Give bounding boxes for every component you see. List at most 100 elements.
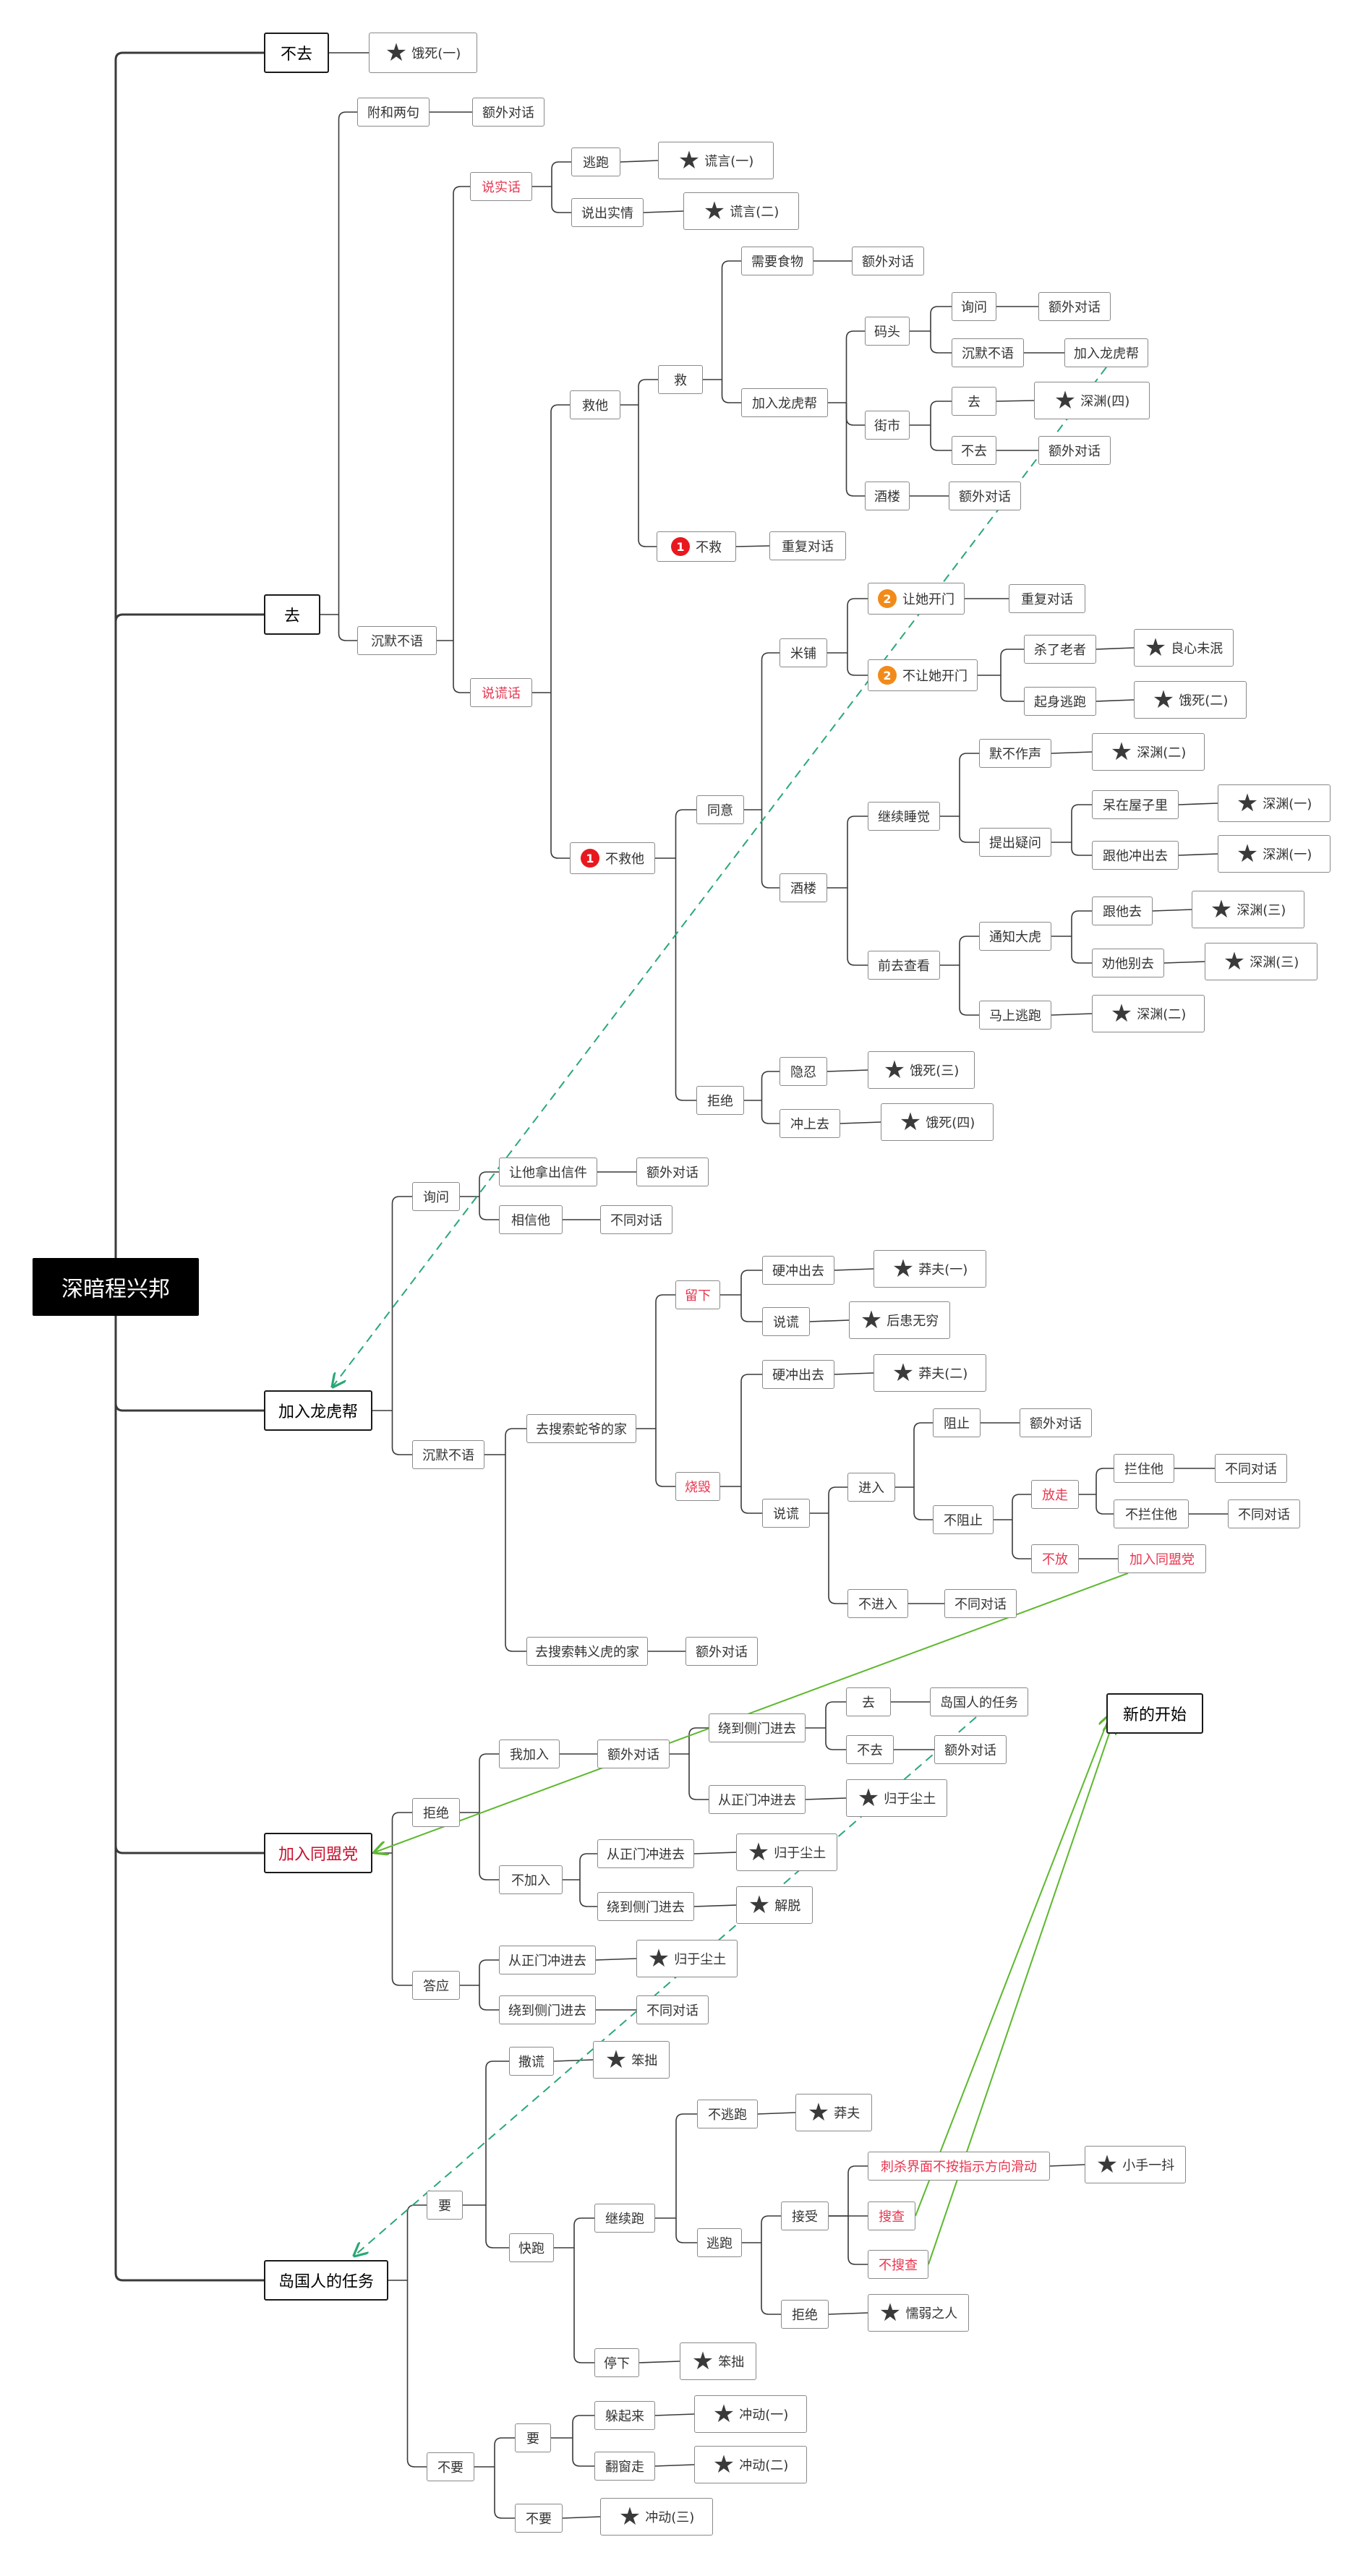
node-tmd-bq-e[interactable]: 额外对话 (934, 1735, 1007, 1764)
node-bq[interactable]: 不去 (264, 33, 329, 73)
node-q-csq-s[interactable]: ★饿死(四) (881, 1103, 994, 1141)
node-dgr-fcz[interactable]: 翻窗走 (594, 2452, 655, 2481)
node-tmd-q-t[interactable]: 岛国人的任务 (930, 1687, 1028, 1716)
node-q-jiu[interactable]: 救 (658, 365, 703, 394)
node-tmd-dy-czm-s[interactable]: ★归于尘土 (636, 1940, 738, 1977)
node-dgr-tp[interactable]: 逃跑 (697, 2228, 742, 2257)
node-q-tzdh[interactable]: 通知大虎 (979, 922, 1051, 951)
node-q-yr-s[interactable]: ★饿死(三) (868, 1051, 975, 1089)
node-q-qtbq[interactable]: 劝他别去 (1092, 949, 1164, 977)
node-lhb-xxt[interactable]: 相信他 (499, 1205, 563, 1234)
node-dgr-by-by-s[interactable]: ★冲动(三) (600, 2498, 713, 2536)
node-q-jl-e[interactable]: 额外对话 (949, 482, 1021, 510)
node-tmd-dy[interactable]: 答应 (412, 1971, 460, 2000)
node-q-qstp[interactable]: 起身逃跑 (1024, 687, 1096, 716)
node-bq-s[interactable]: ★饿死(一) (369, 33, 477, 73)
node-dgr-js[interactable]: 接受 (781, 2201, 829, 2230)
node-q-mt-cm[interactable]: 沉默不语 (952, 338, 1024, 367)
node-tmd-bjr-czm[interactable]: 从正门冲进去 (597, 1839, 694, 1868)
node-q-csq[interactable]: 冲上去 (780, 1109, 840, 1138)
node-q-ssh-sc-s[interactable]: ★谎言(二) (683, 192, 799, 230)
node-lhb-lx-sh-s[interactable]: ★后患无穷 (849, 1301, 950, 1339)
node-tmd-dy-rdcm[interactable]: 绕到侧门进去 (499, 1995, 596, 2024)
node-q[interactable]: 去 (264, 594, 320, 635)
node-q-ssh[interactable]: 说实话 (470, 172, 532, 201)
node-lhb-bzz[interactable]: 不阻止 (933, 1505, 994, 1534)
node-q-slhz-s[interactable]: ★良心未泯 (1134, 629, 1234, 667)
node-dgr-cs-s[interactable]: ★小手一抖 (1085, 2146, 1186, 2183)
node-q-rtkm-r[interactable]: 重复对话 (1009, 584, 1085, 613)
node-dgr-by[interactable]: 不要 (427, 2452, 474, 2481)
node-q-gtccq-s[interactable]: ★深渊(一) (1218, 835, 1331, 873)
node-lhb-lx-ycq[interactable]: 硬冲出去 (762, 1256, 834, 1285)
node-dgr[interactable]: 岛国人的任务 (264, 2260, 388, 2301)
node-dgr-sh[interactable]: 撒谎 (509, 2047, 554, 2076)
node-lhb-bf[interactable]: 不放 (1031, 1544, 1079, 1573)
node-lhb-lx-ycq-s[interactable]: ★莽夫(一) (874, 1250, 986, 1288)
node-lhb[interactable]: 加入龙虎帮 (264, 1390, 372, 1431)
node-dgr-sh-s[interactable]: ★笨拙 (593, 2041, 670, 2079)
node-q-mbzs-s[interactable]: ★深渊(二) (1092, 733, 1205, 771)
node-tmd-bjr[interactable]: 不加入 (499, 1865, 563, 1894)
node-lhb-qshy[interactable]: 去搜索韩义虎的家 (526, 1637, 648, 1666)
node-tmd-wjr-e[interactable]: 额外对话 (597, 1740, 670, 1768)
node-tmd[interactable]: 加入同盟党 (264, 1833, 372, 1873)
node-lhb-rtnc-e[interactable]: 额外对话 (636, 1158, 709, 1186)
node-lhb-xxt-e[interactable]: 不同对话 (600, 1205, 672, 1234)
node-lhb-lx-sh[interactable]: 说谎 (762, 1307, 810, 1336)
node-q-ssh-tp-s[interactable]: ★谎言(一) (658, 142, 774, 179)
node-q-gtq[interactable]: 跟他去 (1092, 897, 1153, 925)
node-q-mt-cm-j[interactable]: 加入龙虎帮 (1064, 338, 1148, 367)
node-q-jrlhb[interactable]: 加入龙虎帮 (741, 388, 828, 417)
node-q-jxsj[interactable]: 继续睡觉 (868, 802, 940, 831)
node-new-start[interactable]: 新的开始 (1106, 1693, 1203, 1734)
node-q-bj-r[interactable]: 重复对话 (769, 531, 846, 560)
node-q-js-q-s[interactable]: ★深渊(四) (1034, 382, 1150, 419)
node-q-dzwzl[interactable]: 呆在屋子里 (1092, 790, 1179, 819)
node-dgr-y[interactable]: 要 (427, 2191, 463, 2220)
node-q-cm[interactable]: 沉默不语 (357, 626, 437, 655)
node-tmd-q[interactable]: 去 (846, 1687, 891, 1716)
node-lhb-sh-ycq-s[interactable]: ★莽夫(二) (874, 1354, 986, 1392)
node-lhb-lx[interactable]: 留下 (675, 1280, 720, 1309)
node-dgr-jj-s[interactable]: ★懦弱之人 (868, 2294, 969, 2332)
node-dgr-cs[interactable]: 刺杀界面不按指示方向滑动 (868, 2152, 1050, 2181)
node-dgr-tx[interactable]: 停下 (594, 2348, 639, 2377)
node-lhb-bjr[interactable]: 不进入 (847, 1589, 908, 1618)
node-q-gtq-s[interactable]: ★深渊(三) (1192, 891, 1304, 928)
node-dgr-jj[interactable]: 拒绝 (781, 2300, 829, 2329)
node-dgr-fcz-s[interactable]: ★冲动(二) (694, 2446, 807, 2483)
root-node[interactable]: 深暗程兴邦 (33, 1258, 199, 1316)
node-lhb-fz-blzt[interactable]: 不拦住他 (1114, 1499, 1189, 1528)
node-dgr-sc[interactable]: 搜查 (868, 2201, 915, 2230)
node-q-mt-xw-e[interactable]: 额外对话 (1038, 292, 1111, 321)
node-lhb-jr[interactable]: 进入 (847, 1473, 895, 1502)
node-dgr-btp[interactable]: 不逃跑 (697, 2100, 758, 2128)
node-q-jl[interactable]: 酒楼 (865, 482, 910, 510)
node-q-js[interactable]: 街市 (865, 411, 910, 440)
node-tmd-czm-s[interactable]: ★归于尘土 (846, 1779, 947, 1817)
node-q-js-bq-e[interactable]: 额外对话 (1038, 436, 1111, 465)
node-lhb-fz[interactable]: 放走 (1031, 1480, 1079, 1509)
node-dgr-dql-s[interactable]: ★冲动(一) (694, 2395, 807, 2433)
node-lhb-sh[interactable]: 烧毁 (675, 1472, 720, 1501)
node-lhb-xw[interactable]: 询问 (412, 1182, 460, 1211)
node-tmd-dy-rdcm-e[interactable]: 不同对话 (636, 1995, 709, 2024)
node-lhb-fz-ztt[interactable]: 拦住他 (1114, 1454, 1174, 1483)
node-q-js-bq[interactable]: 不去 (952, 436, 996, 465)
node-dgr-kp[interactable]: 快跑 (509, 2233, 554, 2262)
node-q-tcyw[interactable]: 提出疑问 (979, 828, 1051, 857)
node-lhb-fz-ztt-e[interactable]: 不同对话 (1215, 1454, 1287, 1483)
node-dgr-tx-s[interactable]: ★笨拙 (680, 2342, 756, 2380)
node-lhb-sh-sh[interactable]: 说谎 (762, 1499, 810, 1528)
node-dgr-dql[interactable]: 躲起来 (594, 2401, 655, 2430)
node-lhb-cm[interactable]: 沉默不语 (412, 1440, 484, 1469)
node-lhb-rtnc[interactable]: 让他拿出信件 (499, 1158, 597, 1186)
node-lhb-zz[interactable]: 阻止 (933, 1408, 981, 1437)
node-lhb-sh-ycq[interactable]: 硬冲出去 (762, 1360, 834, 1389)
node-tmd-bq[interactable]: 不去 (846, 1735, 894, 1764)
node-q-jl2[interactable]: 酒楼 (780, 873, 827, 902)
node-tmd-bjr-czm-s[interactable]: ★归于尘土 (736, 1833, 837, 1871)
